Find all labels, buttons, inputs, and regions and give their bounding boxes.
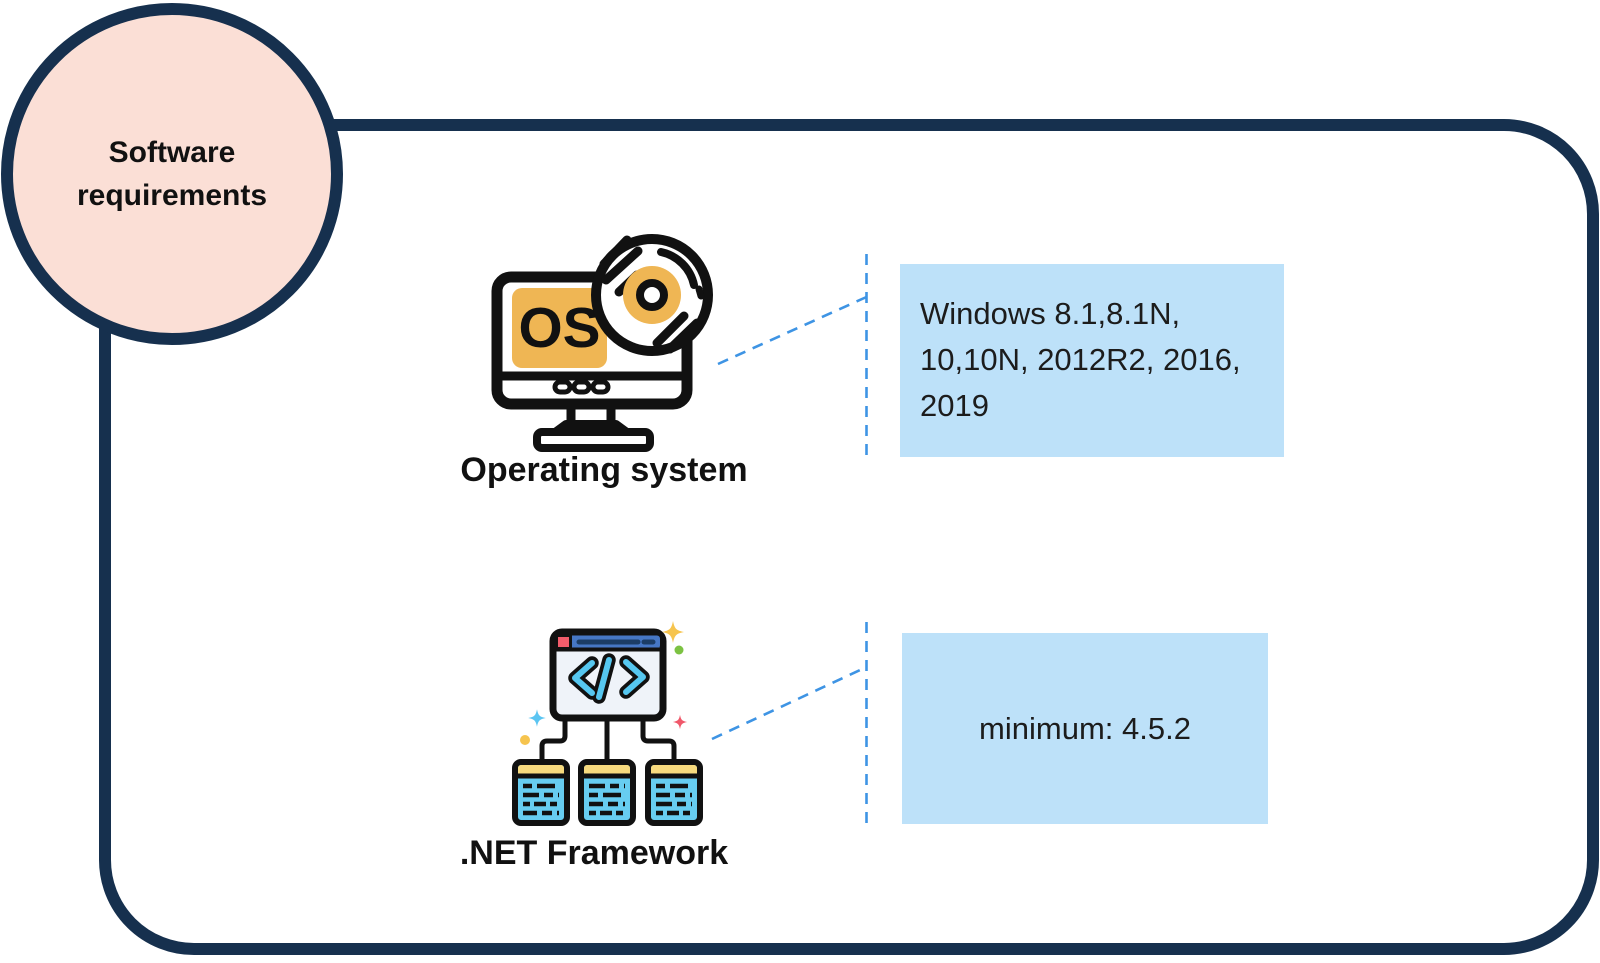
- bubble-title-line2: requirements: [76, 179, 268, 212]
- os-disc-icon: OS: [470, 218, 760, 454]
- os-value-line3: 2019: [920, 388, 989, 423]
- os-row-label: Operating system: [460, 451, 748, 489]
- os-panel-text: OS: [519, 296, 601, 360]
- os-value-box: Windows 8.1,8.1N, 10,10N, 2012R2, 2016, …: [900, 264, 1284, 457]
- bubble-title-line1: Software: [108, 136, 236, 169]
- dotnet-row-label: .NET Framework: [459, 834, 729, 872]
- code-window-databases-icon: [495, 598, 710, 835]
- dotnet-value-line1: minimum: 4.5.2: [979, 710, 1191, 746]
- os-value-line1: Windows 8.1,8.1N,: [920, 296, 1181, 331]
- database-box-left: [512, 759, 570, 826]
- os-value-line2: 10,10N, 2012R2, 2016,: [920, 342, 1241, 377]
- sparkle-decorations: [520, 621, 688, 745]
- database-box-right: [645, 759, 703, 826]
- database-box-middle: [578, 759, 636, 826]
- software-requirements-bubble: Software requirements: [1, 3, 343, 345]
- dotnet-value-box: minimum: 4.5.2: [902, 633, 1268, 824]
